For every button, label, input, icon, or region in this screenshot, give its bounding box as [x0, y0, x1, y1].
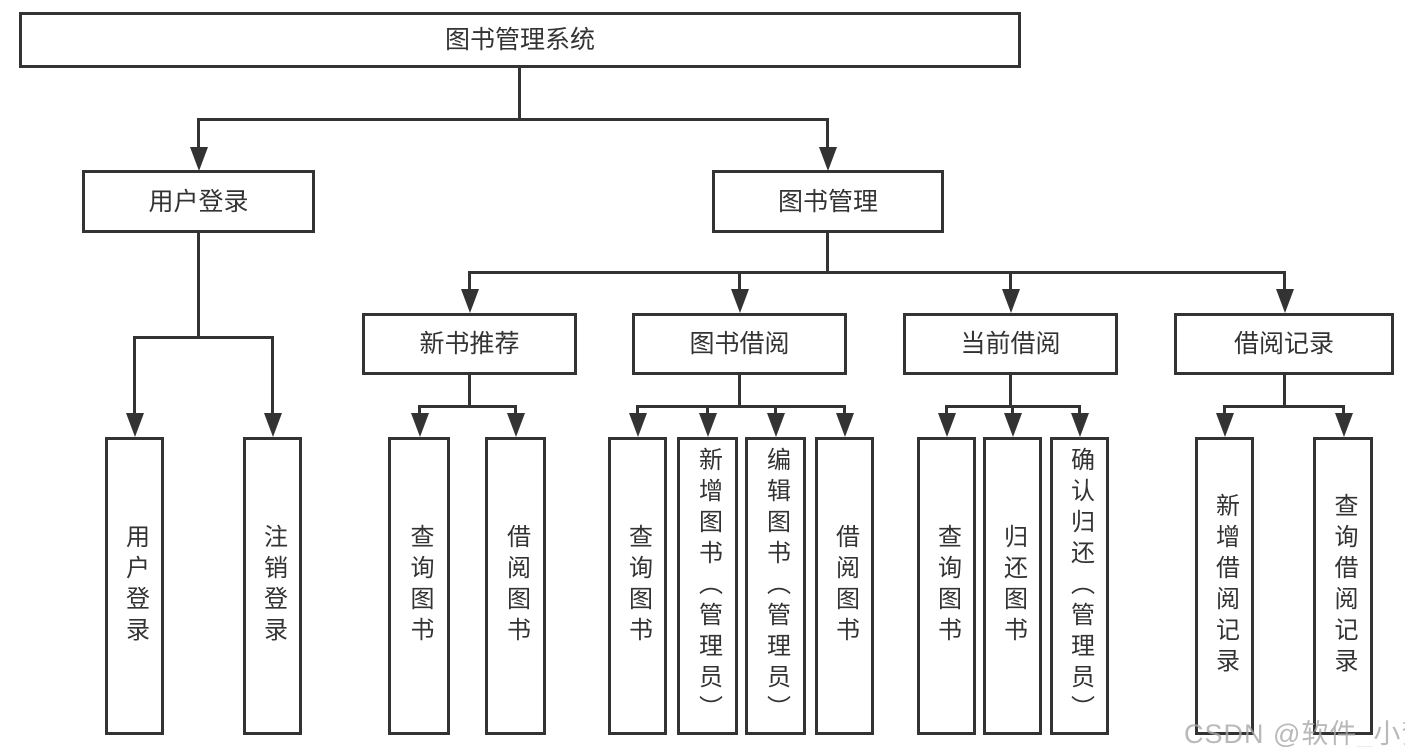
connector-vline: [1011, 405, 1014, 417]
node-new-book-recommend: 新书推荐: [362, 313, 577, 375]
node-book-borrowing: 图书借阅: [632, 313, 847, 375]
connector-vline: [468, 271, 471, 293]
connector-hline: [1223, 405, 1345, 408]
node-current-borrowing: 当前借阅: [903, 313, 1118, 375]
arrowhead-down: [731, 289, 749, 313]
arrowhead-down: [1071, 413, 1089, 437]
leaf-add-book-admin: 新增图书（管理员）: [677, 437, 738, 735]
connector-vline: [271, 336, 274, 416]
watermark-text: CSDN @软件_小贺同学: [1184, 719, 1405, 747]
connector-vline: [514, 405, 517, 417]
connector-vline: [418, 405, 421, 417]
arrowhead-down: [767, 413, 785, 437]
connector-hline: [418, 405, 517, 408]
connector-vline: [1283, 373, 1286, 407]
connector-hline: [636, 405, 846, 408]
arrowhead-down: [1002, 289, 1020, 313]
arrowhead-down: [126, 413, 144, 437]
connector-vline: [945, 405, 948, 417]
connector-vline: [636, 405, 639, 417]
leaf-query-books-recommend: 查询图书: [388, 437, 450, 735]
connector-vline: [843, 405, 846, 417]
node-book-management: 图书管理: [712, 170, 944, 233]
connector-vline: [518, 66, 521, 120]
arrowhead-down: [1004, 413, 1022, 437]
connector-vline: [738, 271, 741, 293]
connector-vline: [197, 231, 200, 338]
leaf-edit-book-admin: 编辑图书（管理员）: [745, 437, 806, 735]
connector-hline: [133, 336, 274, 339]
arrowhead-down: [1335, 413, 1353, 437]
node-borrowing-records: 借阅记录: [1174, 313, 1394, 375]
connector-vline: [1078, 405, 1081, 417]
leaf-add-borrow-record: 新增借阅记录: [1195, 437, 1254, 735]
node-library-system: 图书管理系统: [19, 12, 1021, 68]
connector-vline: [774, 405, 777, 417]
arrowhead-down: [507, 413, 525, 437]
node-user-login: 用户登录: [82, 170, 315, 233]
arrowhead-down: [819, 147, 837, 171]
arrowhead-down: [836, 413, 854, 437]
arrowhead-down: [411, 413, 429, 437]
connector-hline: [468, 271, 1286, 274]
arrowhead-down: [629, 413, 647, 437]
connector-vline: [826, 118, 829, 150]
arrowhead-down: [1276, 289, 1294, 313]
connector-vline: [1009, 373, 1012, 407]
leaf-query-borrow-record: 查询借阅记录: [1313, 437, 1373, 735]
connector-vline: [738, 373, 741, 407]
arrowhead-down: [699, 413, 717, 437]
leaf-logout: 注销登录: [243, 437, 302, 735]
connector-vline: [133, 336, 136, 416]
leaf-confirm-return-admin: 确认归还（管理员）: [1050, 437, 1109, 735]
arrowhead-down: [264, 413, 282, 437]
leaf-query-books-current: 查询图书: [917, 437, 976, 735]
connector-vline: [197, 118, 200, 150]
connector-vline: [1223, 405, 1226, 417]
connector-vline: [1009, 271, 1012, 293]
connector-vline: [1342, 405, 1345, 417]
arrowhead-down: [461, 289, 479, 313]
leaf-borrow-books-recommend: 借阅图书: [485, 437, 546, 735]
leaf-return-book: 归还图书: [983, 437, 1042, 735]
connector-vline: [706, 405, 709, 417]
connector-hline: [197, 118, 829, 121]
arrowhead-down: [190, 147, 208, 171]
arrowhead-down: [1216, 413, 1234, 437]
leaf-query-books-borrow: 查询图书: [608, 437, 667, 735]
leaf-user-login: 用户登录: [105, 437, 164, 735]
leaf-borrow-books: 借阅图书: [815, 437, 874, 735]
arrowhead-down: [938, 413, 956, 437]
connector-vline: [468, 373, 471, 407]
connector-vline: [1283, 271, 1286, 293]
connector-vline: [826, 231, 829, 273]
